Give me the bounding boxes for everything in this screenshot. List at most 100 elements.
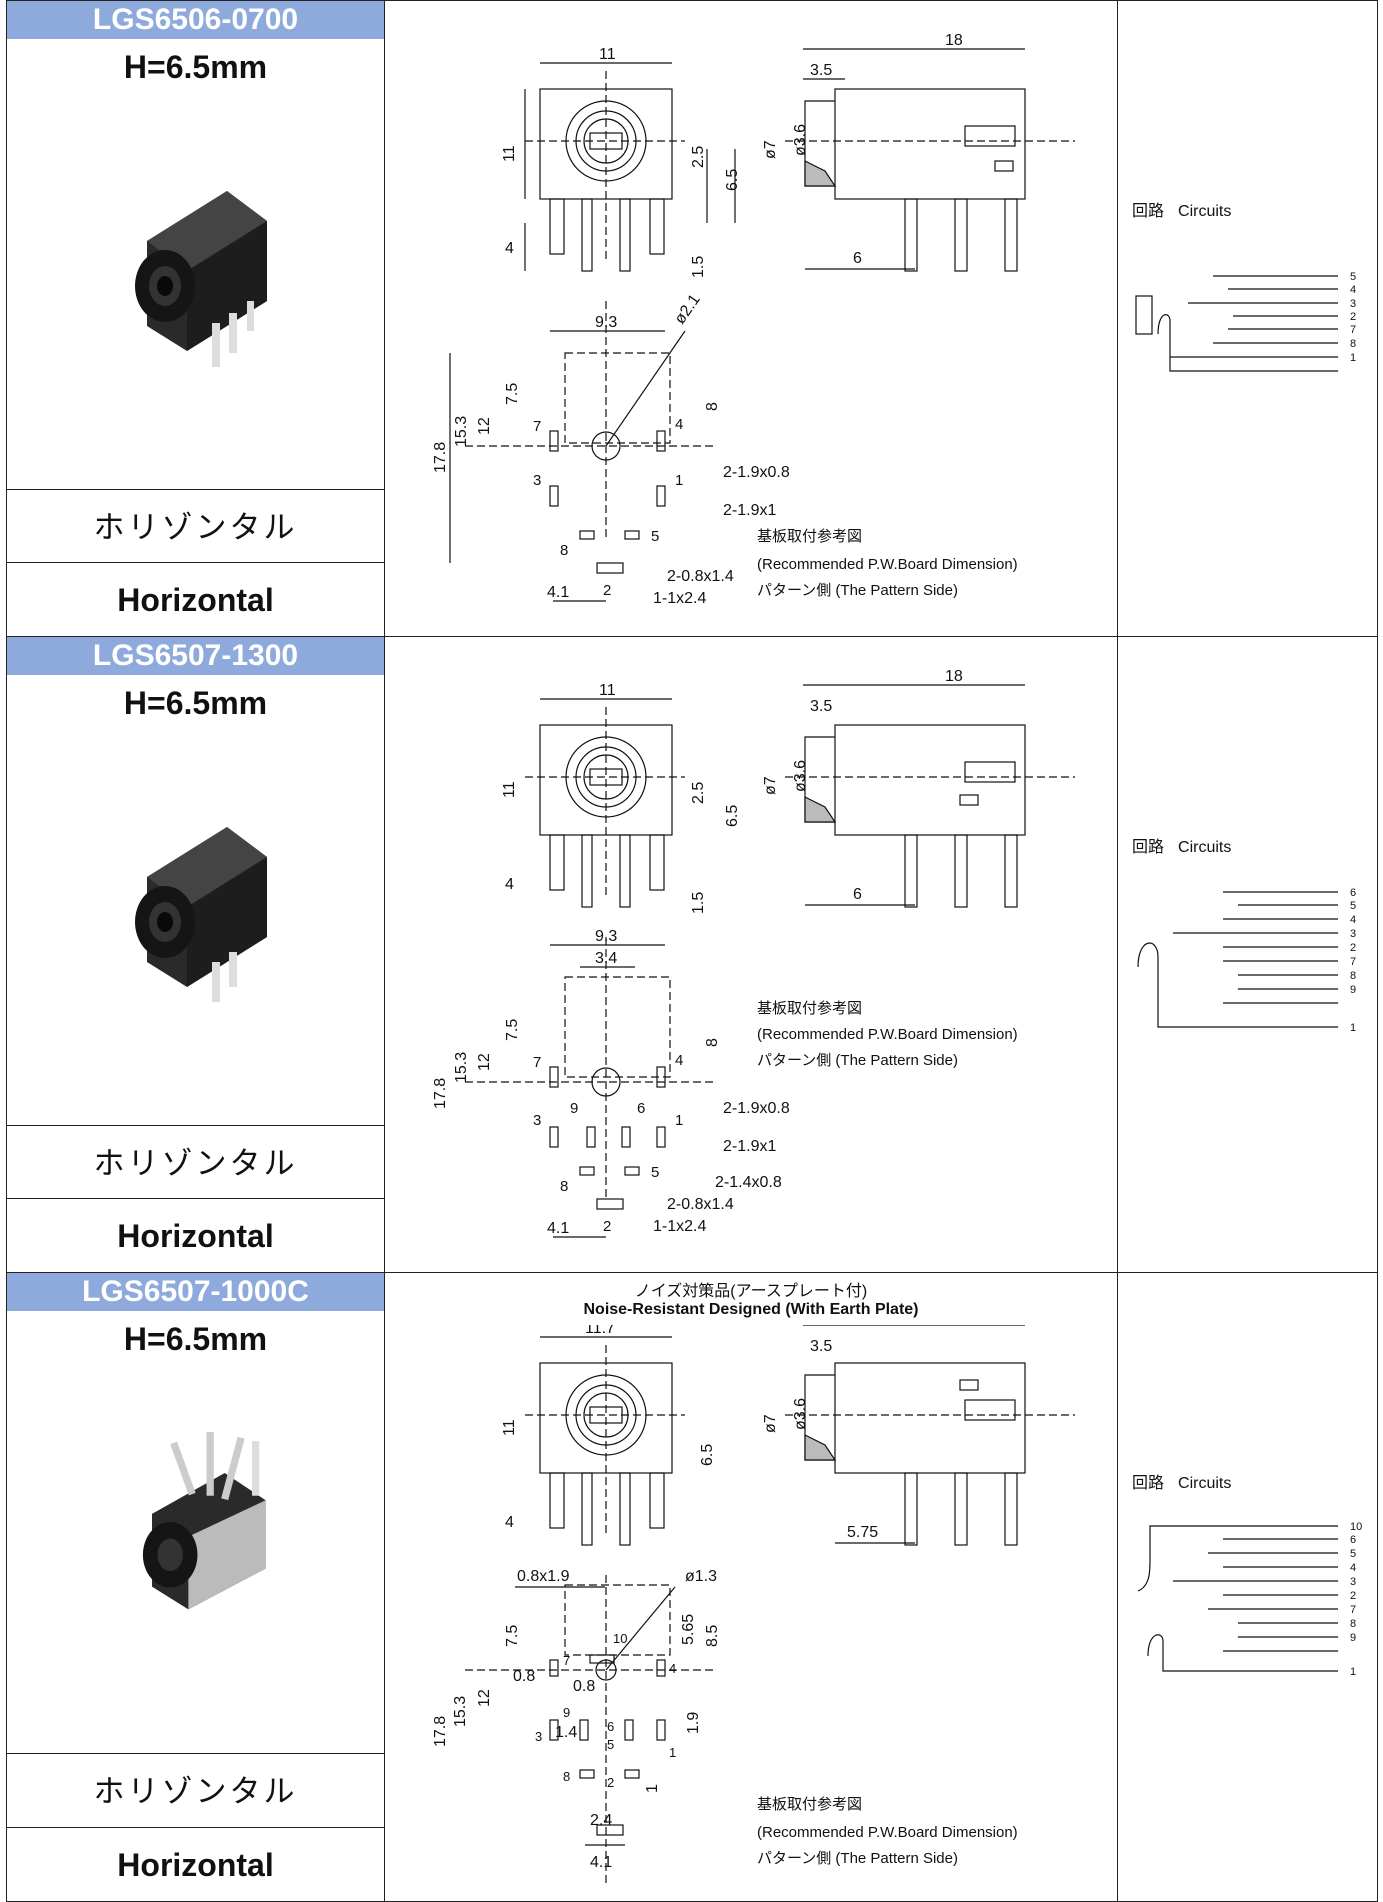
technical-drawing: 11.7 11 4 6.5 18 3.5 ø7 ø3.6 5.75 (432, 1325, 1075, 1885)
dim-phi13: ø1.3 (685, 1568, 717, 1585)
pad-label: 4 (675, 1052, 683, 1069)
noise-note-jp: ノイズ対策品(アースプレート付) (634, 1283, 868, 1300)
pin-label: 8 (1350, 338, 1356, 350)
dim-p41: 4.1 (590, 1854, 612, 1871)
circuit-diagram: 5 4 3 2 7 8 1 (1135, 271, 1356, 372)
dim-phi36: ø3.6 (792, 124, 809, 156)
pin-label: 2 (1350, 311, 1356, 323)
catalog-sheet: LGS6506-0700 H=6.5mm ホリゾンタル Horizontal (6, 0, 1378, 1902)
dim-phi36: ø3.6 (792, 1398, 809, 1430)
dim-b: 6.5 (724, 805, 741, 827)
pcb-note-side: パターン側 (The Pattern Side) (757, 582, 958, 599)
dim-p93: 9.3 (595, 928, 617, 945)
product-info-1: LGS6506-0700 H=6.5mm ホリゾンタル Horizontal (7, 1, 385, 636)
dim-h2: 4 (505, 240, 514, 257)
dim-length: 18 (945, 668, 963, 685)
pad-label: 2 (607, 1775, 614, 1790)
dim-p41: 4.1 (547, 584, 569, 601)
dim-six: 6 (853, 250, 862, 267)
pin-label: 3 (1350, 298, 1356, 310)
product-photo (135, 191, 267, 367)
pcb-note-en: (Recommended P.W.Board Dimension) (757, 1026, 1018, 1043)
dim-width: 11.7 (585, 1325, 615, 1337)
pad-label: 3 (533, 472, 541, 489)
circuit-diagram: 6 5 4 3 2 7 8 9 1 (1137, 887, 1356, 1034)
dim-p1: 1 (644, 1784, 661, 1793)
dim-phihole: ø2.1 (671, 291, 703, 327)
hole-1: 2-1.9x0.8 (723, 464, 790, 481)
pin-label: 2 (1350, 1590, 1356, 1602)
dim-height: 11 (501, 1419, 518, 1436)
dim-p24: 2.4 (590, 1812, 612, 1829)
dim-a: 2.5 (690, 782, 707, 804)
dim-d1: 3.5 (810, 62, 832, 79)
product-info-3: LGS6507-1000C H=6.5mm ホリゾンタル Horizontal (7, 1273, 385, 1901)
dim-phi36: ø3.6 (792, 760, 809, 792)
orientation-en: Horizontal (7, 1827, 384, 1901)
dim-p178: 17.8 (432, 442, 449, 473)
pcb-note-side: パターン側 (The Pattern Side) (757, 1850, 958, 1867)
dim-length: 18 (945, 32, 963, 49)
dim-b: 6.5 (699, 1444, 716, 1466)
pad-label: 9 (563, 1705, 570, 1720)
technical-drawing: 11 11 4 2.5 6.5 1.5 18 3.5 ø7 ø3.6 6 (432, 668, 1075, 1238)
dim-p08-a: 0.8 (513, 1668, 535, 1685)
dim-h2: 4 (505, 876, 514, 893)
pin-label: 4 (1350, 914, 1356, 926)
pin-label: 2 (1350, 942, 1356, 954)
dim-p08-b: 0.8 (573, 1678, 595, 1695)
product-row-2: LGS6507-1300 H=6.5mm ホリゾンタル Horizontal (7, 637, 1377, 1273)
dim-p75: 7.5 (504, 383, 521, 405)
product-row-1: LGS6506-0700 H=6.5mm ホリゾンタル Horizontal (7, 1, 1377, 637)
drawing-area-2: 11 11 4 2.5 6.5 1.5 18 3.5 ø7 ø3.6 6 (385, 637, 1117, 1272)
pin-label: 8 (1350, 1618, 1356, 1630)
pad-label: 1 (675, 1112, 683, 1129)
dim-c: 1.5 (690, 256, 707, 278)
pin-label: 7 (1350, 324, 1356, 336)
pad-label: 7 (563, 1653, 570, 1668)
dim-length: 18 (945, 1325, 963, 1329)
pad-label: 5 (607, 1737, 614, 1752)
pin-label: 1 (1350, 1666, 1356, 1678)
pin-label: 6 (1350, 1534, 1356, 1546)
dim-p93: 9.3 (595, 314, 617, 331)
pad-label: 3 (535, 1729, 542, 1744)
hole-2: 2-1.9x1 (723, 1138, 776, 1155)
product-info-2: LGS6507-1300 H=6.5mm ホリゾンタル Horizontal (7, 637, 385, 1272)
dim-p75: 7.5 (504, 1019, 521, 1041)
pin-label: 7 (1350, 1604, 1356, 1616)
dim-c: 1.5 (690, 892, 707, 914)
dim-p19: 1.9 (685, 1712, 702, 1734)
pin-label: 9 (1350, 1632, 1356, 1644)
pin-label: 6 (1350, 887, 1356, 899)
dim-p565: 5.65 (680, 1614, 697, 1645)
hole-3: 2-0.8x1.4 (667, 568, 734, 585)
pad-label: 5 (651, 1164, 659, 1181)
hole-1: 2-1.9x0.8 (723, 1100, 790, 1117)
drawing-area-3: ノイズ対策品(アースプレート付) Noise-Resistant Designe… (385, 1273, 1117, 1901)
pad-label: 4 (675, 416, 683, 433)
hole-5: 2-1.4x0.8 (715, 1174, 782, 1191)
dim-p8: 8 (704, 1038, 721, 1047)
dim-a: 2.5 (690, 146, 707, 168)
pin-label: 5 (1350, 271, 1356, 283)
dim-height: 11 (501, 781, 518, 798)
pin-label: 8 (1350, 970, 1356, 982)
dim-six: 6 (853, 886, 862, 903)
pin-label: 1 (1350, 1022, 1356, 1034)
product-photo (135, 827, 267, 1002)
noise-note-en: Noise-Resistant Designed (With Earth Pla… (583, 1301, 919, 1318)
dim-phi7: ø7 (762, 140, 779, 159)
dim-p12: 12 (476, 1689, 493, 1707)
part-number: LGS6506-0700 (7, 1, 384, 39)
pad-label: 8 (560, 1178, 568, 1195)
pin-label: 4 (1350, 1562, 1356, 1574)
dim-p75: 7.5 (504, 1625, 521, 1647)
dim-phi7: ø7 (762, 1414, 779, 1433)
part-number: LGS6507-1000C (7, 1273, 384, 1311)
